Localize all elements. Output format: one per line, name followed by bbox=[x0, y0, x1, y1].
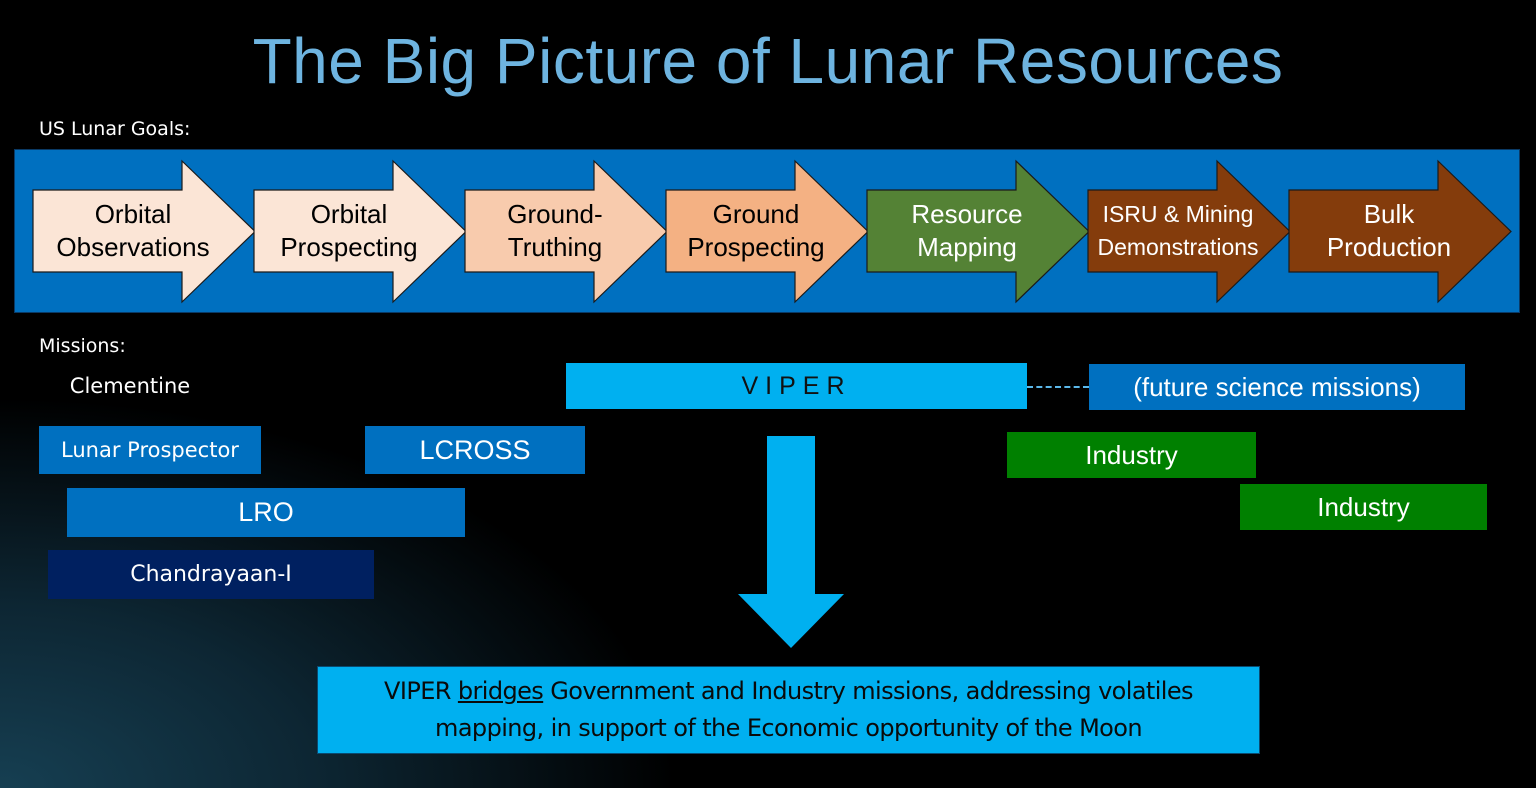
goal-step-line1: ISRU & Mining bbox=[1102, 201, 1254, 227]
mission-label: LRO bbox=[238, 497, 294, 527]
goal-step-line1: Bulk bbox=[1363, 199, 1415, 229]
mission-label: Industry bbox=[1317, 491, 1410, 522]
arrow-shape-icon bbox=[32, 159, 256, 304]
mission-bar-lunar-prospector: Lunar Prospector bbox=[39, 426, 261, 474]
mission-bar-lcross: LCROSS bbox=[365, 426, 585, 474]
dashed-connector bbox=[1027, 386, 1089, 388]
goal-step-line1: Ground bbox=[712, 199, 800, 229]
summary-emphasis: bridges bbox=[457, 677, 544, 705]
arrow-shape-icon bbox=[464, 159, 668, 304]
arrow-shape-icon bbox=[665, 159, 869, 304]
arrow-shape-icon bbox=[866, 159, 1090, 304]
goal-step-label: Ground-Truthing bbox=[465, 190, 645, 272]
mission-label: LCROSS bbox=[419, 434, 531, 465]
mission-label: (future science missions) bbox=[1133, 371, 1421, 402]
mission-bar-industry-1: Industry bbox=[1007, 432, 1256, 478]
missions-label: Missions: bbox=[39, 335, 126, 357]
summary-text-start: VIPER bbox=[384, 677, 458, 705]
goal-step-line1: Orbital bbox=[310, 199, 388, 229]
down-arrow-icon bbox=[738, 436, 844, 648]
mission-bar-chandrayaan: Chandrayaan-I bbox=[48, 550, 374, 599]
goal-step-line2: Production bbox=[1326, 232, 1452, 262]
goal-step-line2: Prospecting bbox=[280, 232, 418, 262]
goal-step-ground-truthing: Ground-Truthing bbox=[464, 159, 668, 304]
goal-step-line1: Ground- bbox=[507, 199, 603, 229]
arrow-shape-icon bbox=[1288, 159, 1512, 304]
mission-bar-viper: VIPER bbox=[566, 363, 1027, 409]
goal-step-line1: Orbital bbox=[94, 199, 172, 229]
mission-label: Lunar Prospector bbox=[61, 438, 239, 462]
goal-step-line2: Mapping bbox=[917, 232, 1017, 262]
mission-label: Clementine bbox=[69, 374, 191, 398]
goal-step-line1: Resource bbox=[911, 199, 1023, 229]
mission-bar-lro: LRO bbox=[67, 488, 465, 537]
goals-label: US Lunar Goals: bbox=[39, 118, 191, 140]
arrow-shape-icon bbox=[253, 159, 467, 304]
goal-step-line2: Observations bbox=[56, 232, 210, 262]
mission-label: Chandrayaan-I bbox=[130, 562, 292, 587]
mission-label: VIPER bbox=[741, 371, 852, 400]
summary-callout: VIPER bridges Government and Industry mi… bbox=[317, 666, 1260, 754]
goal-step-line2: Demonstrations bbox=[1097, 234, 1259, 260]
arrow-shape-icon bbox=[1087, 159, 1291, 304]
mission-label: Industry bbox=[1085, 439, 1178, 470]
summary-text-rest: Government and Industry missions, addres… bbox=[435, 677, 1194, 742]
mission-bar-future-science: (future science missions) bbox=[1089, 364, 1465, 410]
goal-step-line2: Prospecting bbox=[687, 232, 825, 262]
mission-bar-clementine: Clementine bbox=[20, 363, 240, 409]
goal-step-line2: Truthing bbox=[507, 232, 603, 262]
mission-bar-industry-2: Industry bbox=[1240, 484, 1487, 530]
page-title: The Big Picture of Lunar Resources bbox=[252, 25, 1284, 97]
